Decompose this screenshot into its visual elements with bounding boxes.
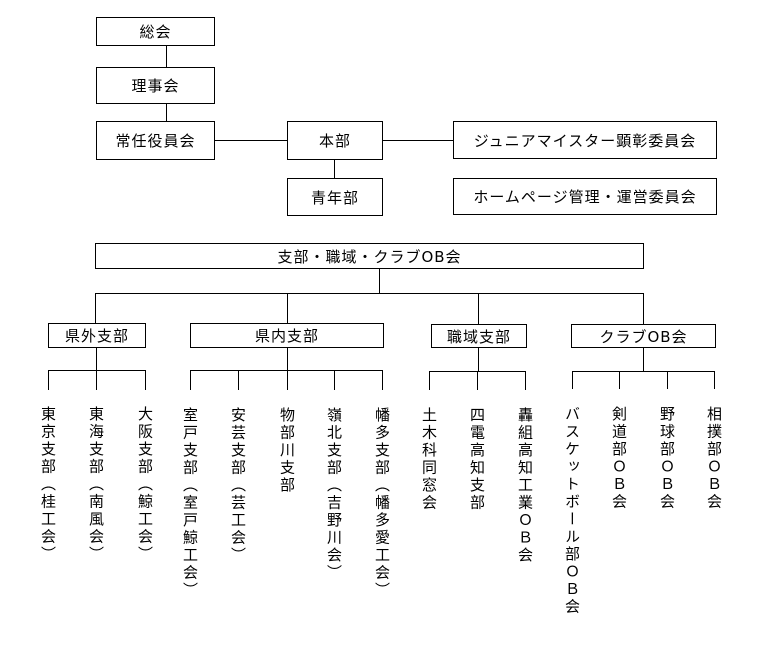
leaf-todorokigumi-ob: 轟組高知工業ＯＢ会 bbox=[516, 407, 534, 565]
connector-line bbox=[429, 371, 430, 390]
connector-line bbox=[334, 160, 335, 178]
connector-line bbox=[383, 140, 453, 141]
connector-line bbox=[643, 348, 644, 371]
connector-line bbox=[714, 371, 715, 389]
node-label: 職域支部 bbox=[446, 327, 511, 346]
node-general-assembly: 総会 bbox=[96, 17, 215, 46]
node-branch-outside-prefecture: 県外支部 bbox=[48, 323, 146, 348]
node-board-of-directors: 理事会 bbox=[96, 67, 215, 104]
node-label: ジュニアマイスター顕彰委員会 bbox=[473, 131, 697, 150]
node-youth-division: 青年部 bbox=[287, 178, 383, 216]
connector-line bbox=[287, 293, 288, 323]
connector-line bbox=[96, 348, 97, 370]
leaf-osaka-branch: 大阪支部（鯨工会） bbox=[136, 406, 154, 564]
connector-line bbox=[667, 371, 668, 389]
leaf-aki-branch: 安芸支部（芸工会） bbox=[229, 407, 247, 565]
connector-line bbox=[190, 370, 383, 371]
leaf-tokai-branch: 東海支部（南風会） bbox=[87, 406, 105, 564]
connector-line bbox=[145, 370, 146, 390]
connector-line bbox=[572, 371, 573, 389]
node-label: 青年部 bbox=[310, 188, 359, 207]
node-branch-club-ob: クラブOB会 bbox=[571, 324, 716, 348]
leaf-kendo-ob: 剣道部ＯＢ会 bbox=[610, 406, 628, 511]
node-label: 支部・職域・クラブOB会 bbox=[277, 247, 462, 266]
connector-line bbox=[478, 348, 479, 371]
leaf-baseball-ob: 野球部ＯＢ会 bbox=[658, 406, 676, 511]
node-label: ホームページ管理・運営委員会 bbox=[473, 188, 697, 206]
leaf-monobegawa-branch: 物部川支部 bbox=[278, 407, 296, 495]
leaf-tokyo-branch: 東京支部（桂工会） bbox=[39, 406, 57, 564]
leaf-hata-branch: 幡多支部（幡多愛工会） bbox=[373, 407, 391, 600]
connector-line bbox=[96, 370, 97, 390]
node-homepage-committee: ホームページ管理・運営委員会 bbox=[453, 178, 717, 215]
connector-line bbox=[48, 370, 146, 371]
connector-line bbox=[238, 370, 239, 390]
node-headquarters: 本部 bbox=[287, 121, 383, 160]
connector-line bbox=[166, 46, 167, 67]
connector-line bbox=[190, 370, 191, 390]
connector-line bbox=[95, 293, 96, 323]
node-label: 総会 bbox=[139, 23, 172, 41]
connector-line bbox=[287, 348, 288, 370]
node-branch-inside-prefecture: 県内支部 bbox=[190, 323, 384, 348]
node-branches-root: 支部・職域・クラブOB会 bbox=[95, 243, 644, 269]
connector-line bbox=[619, 371, 620, 389]
node-label: 県内支部 bbox=[254, 327, 319, 345]
node-label: クラブOB会 bbox=[599, 327, 688, 346]
leaf-civil-engineering-alumni: 土木科同窓会 bbox=[420, 407, 438, 512]
node-junior-meister-committee: ジュニアマイスター顕彰委員会 bbox=[453, 121, 717, 159]
leaf-reihoku-branch: 嶺北支部（吉野川会） bbox=[325, 407, 343, 582]
connector-line bbox=[525, 371, 526, 390]
leaf-yonden-kochi-branch: 四電高知支部 bbox=[468, 407, 486, 512]
connector-line bbox=[215, 140, 287, 141]
node-label: 本部 bbox=[318, 132, 351, 150]
node-standing-officers: 常任役員会 bbox=[96, 121, 215, 160]
connector-line bbox=[287, 370, 288, 390]
node-label: 県外支部 bbox=[64, 327, 129, 345]
connector-line bbox=[334, 370, 335, 390]
connector-line bbox=[48, 370, 49, 390]
leaf-basketball-ob: バスケットボール部ＯＢ会 bbox=[563, 406, 581, 616]
leaf-muroto-branch: 室戸支部（室戸鯨工会） bbox=[181, 407, 199, 600]
node-label: 常任役員会 bbox=[115, 132, 196, 150]
connector-line bbox=[382, 370, 383, 390]
connector-line bbox=[95, 293, 644, 294]
connector-line bbox=[478, 293, 479, 324]
connector-line bbox=[643, 293, 644, 324]
node-branch-workplace: 職域支部 bbox=[431, 324, 527, 348]
connector-line bbox=[379, 269, 380, 294]
leaf-sumo-ob: 相撲部ＯＢ会 bbox=[705, 406, 723, 511]
connector-line bbox=[572, 371, 715, 372]
node-label: 理事会 bbox=[131, 77, 180, 95]
connector-line bbox=[477, 371, 478, 390]
connector-line bbox=[166, 104, 167, 121]
